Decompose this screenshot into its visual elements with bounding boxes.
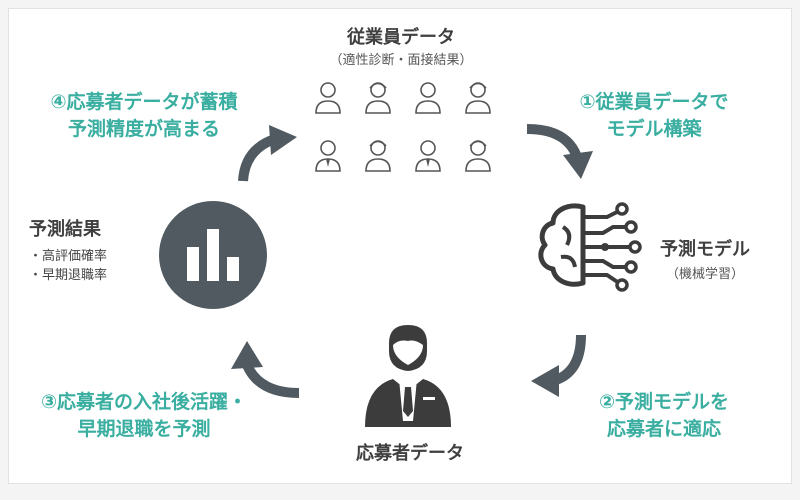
step-4: ④応募者データが蓄積 予測精度が高まる — [29, 89, 259, 143]
curved-arrow-icon — [526, 124, 593, 179]
applicant-title: 応募者データ — [356, 443, 464, 464]
curved-arrow-icon — [238, 125, 297, 182]
person-icon — [465, 140, 491, 172]
curved-arrow-icon — [231, 341, 300, 398]
result-item-2: ・早期退職率 — [29, 268, 108, 283]
step-4-line2: 予測精度が高まる — [67, 118, 220, 140]
person-icon — [415, 82, 441, 114]
step-2-line1: ②予測モデルを — [598, 391, 730, 413]
person-icon — [415, 140, 441, 172]
diagram-canvas: 従業員データ （適性診断・面接結果） — [8, 8, 792, 484]
result-item-1: ・高評価確率 — [29, 249, 108, 264]
person-icon — [365, 82, 391, 114]
model-subtitle: （機械学習） — [665, 267, 744, 282]
person-icon — [315, 140, 341, 172]
step-3-line1: ③応募者の入社後活躍・ — [40, 391, 248, 413]
businessman-icon — [365, 325, 451, 427]
step-1: ①従業員データで モデル構築 — [549, 89, 759, 143]
step-3: ③応募者の入社後活躍・ 早期退職を予測 — [19, 389, 269, 443]
employee-icons-grid — [315, 82, 491, 172]
result-title: 予測結果 — [29, 219, 101, 240]
employee-data-title: 従業員データ — [347, 27, 455, 48]
step-1-line2: モデル構築 — [606, 118, 702, 140]
model-title: 予測モデル — [660, 239, 750, 260]
person-icon — [465, 82, 491, 114]
result-block: 予測結果 ・高評価確率 ・早期退職率 — [29, 215, 149, 285]
curved-arrow-icon — [531, 334, 586, 397]
step-2: ②予測モデルを 応募者に適応 — [569, 389, 759, 443]
step-4-line1: ④応募者データが蓄積 — [50, 91, 238, 113]
brain-network-icon — [538, 202, 642, 292]
step-2-line2: 応募者に適応 — [606, 418, 721, 440]
employee-data-subtitle: （適性診断・面接結果） — [329, 53, 473, 68]
step-3-line2: 早期退職を予測 — [77, 418, 211, 440]
bar-chart-icon — [159, 201, 267, 309]
step-1-line1: ①従業員データで — [579, 91, 729, 113]
person-icon — [365, 140, 391, 172]
person-icon — [315, 82, 341, 114]
